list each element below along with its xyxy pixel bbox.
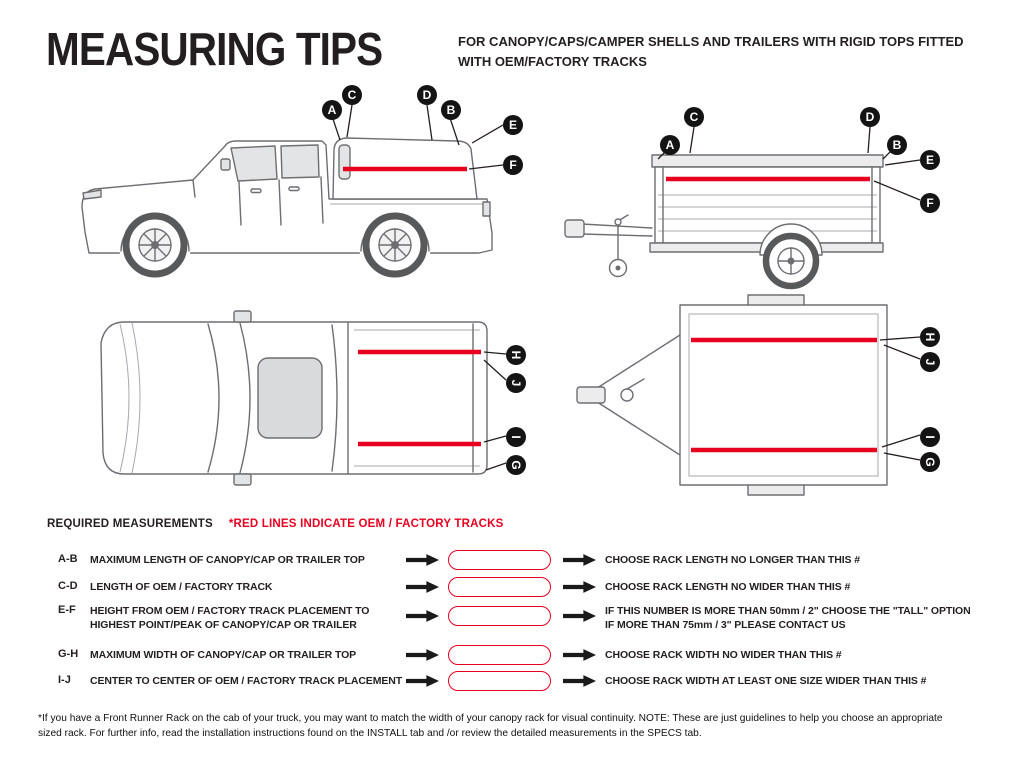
truck-side-view-illustration: A C D B E F bbox=[81, 85, 523, 281]
measurement-value-box bbox=[448, 606, 551, 626]
svg-text:I: I bbox=[509, 435, 523, 438]
measurement-row-cd: C-D LENGTH OF OEM / FACTORY TRACK CHOOSE… bbox=[58, 577, 1008, 597]
measurement-row-ab: A-B MAXIMUM LENGTH OF CANOPY/CAP OR TRAI… bbox=[58, 550, 1008, 570]
svg-text:F: F bbox=[509, 158, 516, 172]
svg-text:H: H bbox=[509, 351, 523, 360]
measurement-code: C-D bbox=[58, 580, 78, 592]
required-measurements-heading: REQUIRED MEASUREMENTS bbox=[47, 518, 213, 530]
callout-badge-h: H bbox=[920, 327, 940, 347]
measurement-guidance: CHOOSE RACK WIDTH AT LEAST ONE SIZE WIDE… bbox=[605, 675, 927, 687]
trailer-top-view-illustration: H J I G bbox=[576, 294, 940, 496]
canopy-shell bbox=[332, 137, 478, 200]
arrow-right-icon bbox=[406, 581, 439, 593]
arrow-right-icon bbox=[563, 581, 596, 593]
callout-badge-i: I bbox=[920, 427, 940, 447]
front-wheel bbox=[122, 212, 188, 278]
callout-badge-a: A bbox=[322, 100, 342, 120]
callout-badge-h: H bbox=[506, 345, 526, 365]
callout-badge-g: G bbox=[506, 455, 526, 475]
callout-badge-i: I bbox=[506, 427, 526, 447]
measurement-code: A-B bbox=[58, 553, 78, 565]
callout-leader-lines bbox=[879, 336, 921, 461]
callout-badge-d: D bbox=[417, 85, 437, 105]
callout-badge-e: E bbox=[503, 115, 523, 135]
callout-badge-g: G bbox=[920, 452, 940, 472]
measurement-row-ef: E-F HEIGHT FROM OEM / FACTORY TRACK PLAC… bbox=[58, 604, 1008, 632]
svg-text:C: C bbox=[348, 88, 357, 102]
callout-badge-c: C bbox=[342, 85, 362, 105]
callout-badge-b: B bbox=[887, 135, 907, 155]
callout-badge-e: E bbox=[920, 150, 940, 170]
callout-badge-j: J bbox=[920, 352, 940, 372]
svg-text:I: I bbox=[923, 435, 937, 438]
truck-top-view-illustration: H J I G bbox=[100, 310, 526, 486]
trailer-side-view-illustration: C A D B E F bbox=[564, 107, 940, 290]
svg-text:B: B bbox=[447, 103, 456, 117]
callout-badge-f: F bbox=[503, 155, 523, 175]
measurement-guidance: CHOOSE RACK LENGTH NO LONGER THAN THIS # bbox=[605, 554, 861, 566]
measurement-value-box bbox=[448, 671, 551, 691]
measurement-row-ij: I-J CENTER TO CENTER OF OEM / FACTORY TR… bbox=[58, 671, 1008, 691]
measurement-description: HEIGHT FROM OEM / FACTORY TRACK PLACEMEN… bbox=[90, 605, 370, 632]
measurement-value-box bbox=[448, 577, 551, 597]
callout-leader-lines bbox=[657, 126, 921, 201]
rear-wheel bbox=[362, 212, 428, 278]
measurement-description: MAXIMUM WIDTH OF CANOPY/CAP OR TRAILER T… bbox=[90, 649, 357, 661]
callout-badge-c: C bbox=[684, 107, 704, 127]
svg-text:A: A bbox=[328, 103, 337, 117]
measurements-header: REQUIRED MEASUREMENTS *RED LINES INDICATE… bbox=[47, 518, 504, 530]
callout-leader-lines bbox=[332, 104, 504, 170]
page-title: MEASURING TIPS bbox=[46, 23, 383, 75]
svg-text:J: J bbox=[509, 380, 523, 387]
measurement-value-box bbox=[448, 550, 551, 570]
arrow-right-icon bbox=[563, 649, 596, 661]
callout-badge-f: F bbox=[920, 193, 940, 213]
measurement-guidance: IF THIS NUMBER IS MORE THAN 50mm / 2" CH… bbox=[605, 605, 971, 632]
arrow-right-icon bbox=[563, 675, 596, 687]
sunroof bbox=[257, 357, 323, 439]
svg-text:E: E bbox=[509, 118, 517, 132]
red-lines-note: *RED LINES INDICATE OEM / FACTORY TRACKS bbox=[228, 518, 504, 530]
measurement-code: I-J bbox=[58, 674, 71, 686]
arrow-right-icon bbox=[406, 610, 439, 622]
arrow-right-icon bbox=[406, 675, 439, 687]
page-subtitle: FOR CANOPY/CAPS/CAMPER SHELLS AND TRAILE… bbox=[458, 34, 964, 70]
measurement-description: MAXIMUM LENGTH OF CANOPY/CAP OR TRAILER … bbox=[90, 554, 365, 566]
arrow-right-icon bbox=[563, 554, 596, 566]
tow-hitch bbox=[564, 214, 653, 278]
svg-text:D: D bbox=[423, 88, 432, 102]
callout-leader-lines bbox=[483, 351, 507, 471]
trailer-top-body bbox=[679, 294, 888, 496]
measurement-value-box bbox=[448, 645, 551, 665]
measurement-description: LENGTH OF OEM / FACTORY TRACK bbox=[90, 581, 273, 593]
truck-top-body bbox=[100, 310, 488, 486]
arrow-right-icon bbox=[563, 610, 596, 622]
svg-text:B: B bbox=[893, 138, 902, 152]
measurement-description: CENTER TO CENTER OF OEM / FACTORY TRACK … bbox=[90, 675, 403, 687]
svg-text:E: E bbox=[926, 153, 934, 167]
measurement-code: G-H bbox=[58, 648, 79, 660]
measurement-row-gh: G-H MAXIMUM WIDTH OF CANOPY/CAP OR TRAIL… bbox=[58, 645, 1008, 665]
arrow-right-icon bbox=[406, 554, 439, 566]
svg-text:F: F bbox=[926, 196, 933, 210]
svg-text:D: D bbox=[866, 110, 875, 124]
svg-text:G: G bbox=[923, 457, 937, 466]
callout-badge-d: D bbox=[860, 107, 880, 127]
tow-hitch bbox=[576, 334, 681, 456]
callout-badge-a: A bbox=[660, 135, 680, 155]
svg-text:G: G bbox=[509, 460, 523, 469]
footnote: *If you have a Front Runner Rack on the … bbox=[38, 713, 943, 740]
svg-text:J: J bbox=[923, 359, 937, 366]
measurement-guidance: CHOOSE RACK WIDTH NO WIDER THAN THIS # bbox=[605, 649, 842, 661]
trailer-wheel bbox=[759, 223, 823, 290]
svg-text:A: A bbox=[666, 138, 675, 152]
svg-text:C: C bbox=[690, 110, 699, 124]
measurement-code: E-F bbox=[58, 604, 76, 616]
measurement-guidance: CHOOSE RACK LENGTH NO WIDER THAN THIS # bbox=[605, 581, 851, 593]
svg-text:H: H bbox=[923, 333, 937, 342]
callout-badge-b: B bbox=[441, 100, 461, 120]
arrow-right-icon bbox=[406, 649, 439, 661]
callout-badge-j: J bbox=[506, 373, 526, 393]
